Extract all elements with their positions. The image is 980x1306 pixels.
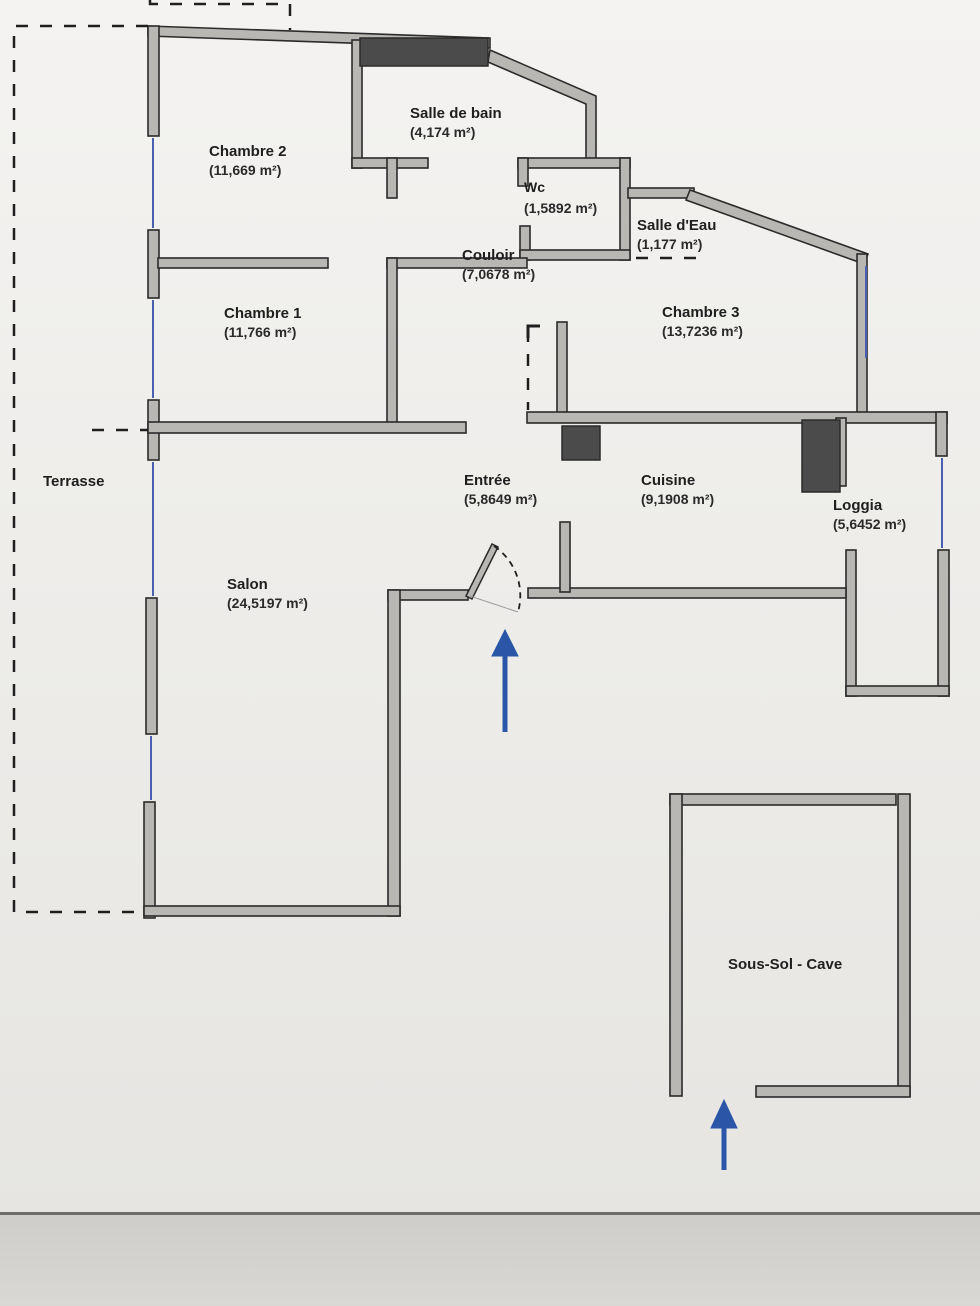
wall-cave-west: [669, 793, 683, 1097]
room-name: Loggia: [833, 497, 883, 514]
entrance-arrow-icon: [491, 628, 519, 732]
wall-wc-top: [517, 157, 631, 169]
wall-west-5: [143, 801, 156, 919]
room-name: Sous-Sol - Cave: [728, 956, 843, 973]
terrace-dashed-boundary: [12, 24, 148, 914]
wall-wc-south: [519, 249, 631, 261]
top-dashed-boundary: [148, 0, 292, 30]
wall-ch2-ch1: [157, 257, 329, 269]
column-loggia: [801, 419, 841, 493]
wall-salon-south: [143, 905, 401, 917]
wall-bathroom-angled: [487, 48, 597, 161]
terrace-outline: [12, 0, 700, 914]
room-name: Salle de bain: [410, 105, 502, 122]
wall-loggia-east-1: [935, 411, 948, 457]
wall-west-1: [147, 25, 160, 137]
room-couloir: Couloir (7,0678 m²): [462, 247, 535, 283]
wall-ch3-west: [556, 321, 568, 423]
room-terrasse: Terrasse: [43, 473, 104, 491]
windows: [150, 138, 943, 800]
room-name: Chambre 2: [209, 143, 287, 160]
paper-edge: [0, 1212, 980, 1215]
paper-sheet: [0, 0, 980, 1212]
room-area: (1,177 m²): [637, 236, 703, 252]
room-name: Chambre 1: [224, 305, 302, 322]
wall-bath-stub: [386, 157, 398, 199]
room-name: Couloir: [462, 247, 515, 264]
room-area: (11,766 m²): [224, 324, 297, 340]
wall-cave-south: [755, 1085, 911, 1098]
room-loggia: Loggia (5,6452 m²): [833, 497, 906, 533]
opening-corner-mark: [526, 324, 540, 338]
room-name: Salle d'Eau: [637, 217, 717, 234]
room-entree: Entrée (5,8649 m²): [464, 472, 537, 508]
room-area: (9,1908 m²): [641, 491, 715, 507]
room-salle-de-bain: Salle de bain (4,174 m²): [410, 105, 502, 141]
room-wc: Wc (1,5892 m²): [524, 178, 597, 217]
wall-loggia-east-2: [937, 549, 950, 697]
duct-bathroom: [359, 37, 489, 67]
door-swing-icon: [464, 542, 522, 613]
room-area: (4,174 m²): [410, 124, 476, 140]
wall-cuisine-south: [527, 587, 847, 599]
room-chambre3: Chambre 3 (13,7236 m²): [662, 304, 743, 340]
walls: [143, 25, 950, 1098]
wall-sde-top: [627, 187, 695, 199]
room-sous-sol-cave: Sous-Sol - Cave: [728, 956, 842, 974]
room-name: Salon: [227, 576, 268, 593]
room-chambre2: Chambre 2 (11,669 m²): [209, 143, 287, 179]
room-area: (5,6452 m²): [833, 516, 907, 532]
wall-loggia-inner: [845, 549, 857, 697]
room-cuisine: Cuisine (9,1908 m²): [641, 472, 714, 508]
room-area: (1,5892 m²): [524, 200, 598, 216]
wall-west-4: [145, 597, 158, 735]
column-kitchen: [561, 425, 601, 461]
wall-wc-stub: [517, 157, 529, 187]
wall-loggia-south: [845, 685, 950, 697]
wall-entree-cuisine: [559, 521, 571, 593]
wall-couloir-west: [386, 257, 398, 429]
wall-ch3-south: [526, 411, 948, 424]
desk-background: [0, 1215, 980, 1306]
cave-entrance-arrow-icon: [710, 1098, 738, 1170]
wall-salon-east: [387, 589, 401, 917]
room-area: (7,0678 m²): [462, 266, 536, 282]
wall-cave-top: [669, 793, 897, 806]
wall-cave-east: [897, 793, 911, 1097]
room-salon: Salon (24,5197 m²): [227, 576, 308, 612]
room-chambre1: Chambre 1 (11,766 m²): [224, 305, 302, 341]
room-salle-deau: Salle d'Eau (1,177 m²): [637, 217, 716, 253]
room-name: Terrasse: [43, 473, 105, 490]
room-name: Cuisine: [641, 472, 696, 489]
room-name: Chambre 3: [662, 304, 740, 321]
room-area: (24,5197 m²): [227, 595, 308, 611]
room-area: (5,8649 m²): [464, 491, 538, 507]
room-name: Entrée: [464, 472, 511, 489]
room-name: Wc: [524, 179, 545, 195]
room-area: (13,7236 m²): [662, 323, 743, 339]
wall-wc-east: [619, 157, 631, 261]
wall-ch1-salon: [147, 421, 467, 434]
room-area: (11,669 m²): [209, 162, 282, 178]
